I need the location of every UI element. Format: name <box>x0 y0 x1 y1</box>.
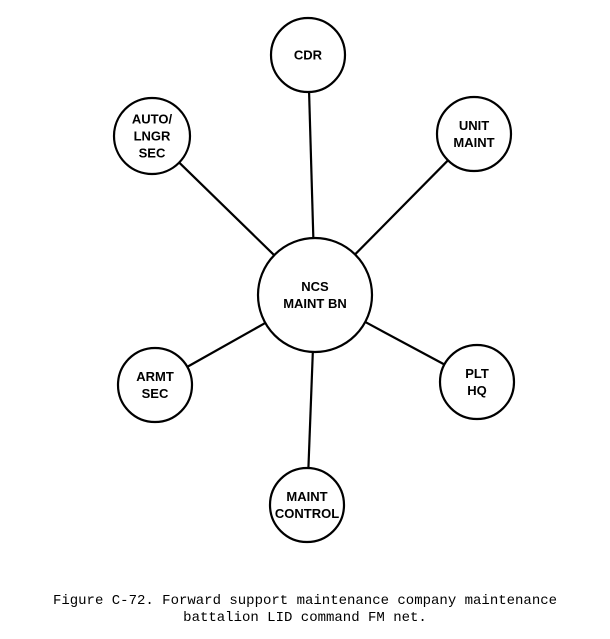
node-label-cdr-1: CDR <box>294 48 323 63</box>
node-label-auto-lngr-sec-3: SEC <box>139 146 166 161</box>
caption-line-2: battalion LID command FM net. <box>183 610 427 626</box>
node-ncs-maint-bn: NCS MAINT BN <box>256 236 374 354</box>
node-auto-lngr-sec: AUTO/LNGR SEC <box>112 96 192 176</box>
node-maint-control: MAINT CONTROL <box>268 466 346 544</box>
net-nodes: CDRUNITMAINTPLTHQMAINTCONTROLARMTSECAUTO… <box>112 16 516 544</box>
node-label-maint-control-2: CONTROL <box>275 506 339 521</box>
node-armt-sec: ARMT SEC <box>116 346 194 424</box>
link-cdr <box>307 91 315 239</box>
link-auto-lngr-sec <box>178 161 275 256</box>
node-cdr: CDR <box>269 16 347 94</box>
link-maint-control <box>307 351 314 469</box>
node-circle-maint-control <box>268 466 346 544</box>
node-label-plt-hq-2: HQ <box>467 383 487 398</box>
node-label-plt-hq-1: PLT <box>465 366 489 381</box>
node-label-ncs-maint-bn-1: NCS <box>301 279 329 294</box>
net-links <box>178 91 449 469</box>
link-plt-hq <box>364 320 445 366</box>
caption-line-1: Figure C-72. Forward support maintenance… <box>52 593 558 609</box>
node-circle-armt-sec <box>116 346 194 424</box>
node-circle-auto-lngr-sec <box>112 96 192 176</box>
net-diagram: CDRUNITMAINTPLTHQMAINTCONTROLARMTSECAUTO… <box>112 16 516 544</box>
node-circle-unit-maint <box>435 95 513 173</box>
node-label-armt-sec-2: SEC <box>142 386 169 401</box>
link-unit-maint <box>354 159 449 256</box>
node-label-maint-control-1: MAINT <box>286 489 327 504</box>
node-label-auto-lngr-sec-1: AUTO/ <box>132 112 173 127</box>
node-unit-maint: UNIT MAINT <box>435 95 513 173</box>
figure-caption: Figure C-72. Forward support maintenance… <box>0 593 610 627</box>
node-circle-plt-hq <box>438 343 516 421</box>
node-label-armt-sec-1: ARMT <box>136 369 174 384</box>
link-armt-sec <box>186 321 266 368</box>
node-label-unit-maint-1: UNIT <box>459 118 489 133</box>
node-circle-ncs-maint-bn <box>256 236 374 354</box>
node-label-ncs-maint-bn-2: MAINT BN <box>283 296 347 311</box>
node-circle-cdr <box>269 16 347 94</box>
node-plt-hq: PLT HQ <box>438 343 516 421</box>
node-label-auto-lngr-sec-2: LNGR <box>134 129 171 144</box>
node-label-unit-maint-2: MAINT <box>453 135 494 150</box>
